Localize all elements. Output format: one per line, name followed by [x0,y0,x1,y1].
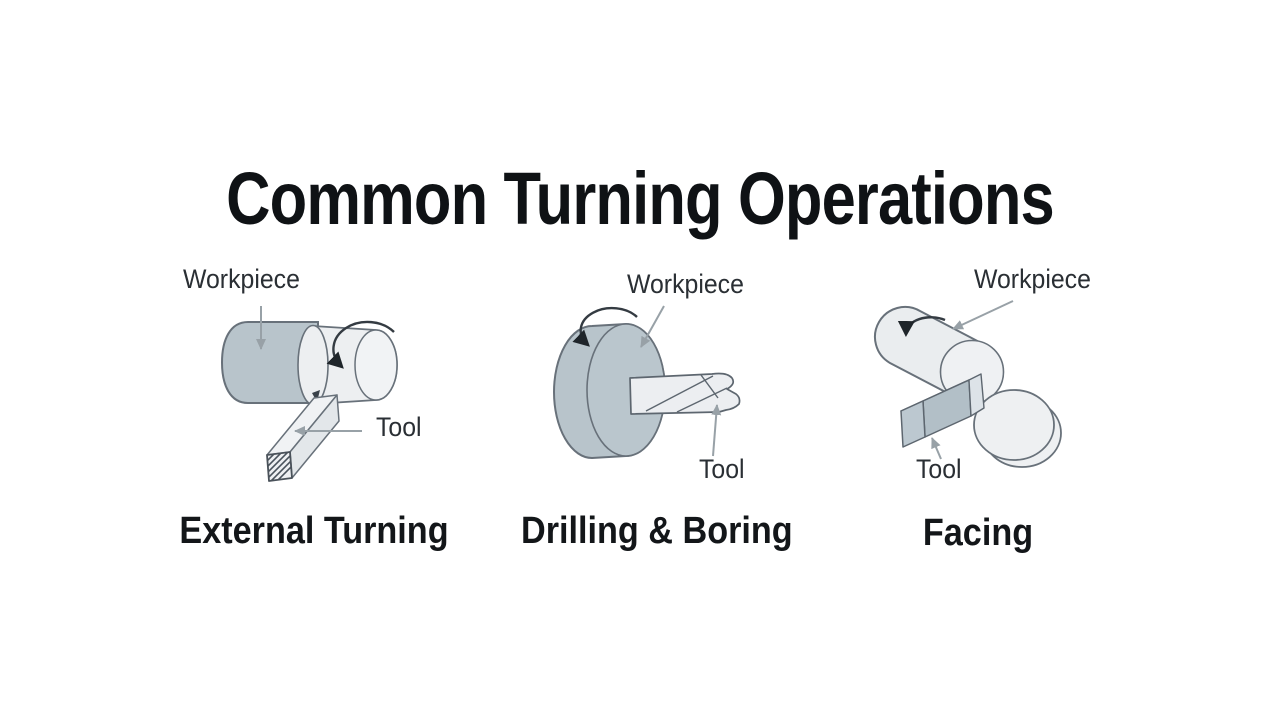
figure-caption-external-turning: External Turning [179,510,449,552]
drill-flute-line [676,387,728,413]
workpiece-label: Workpiece [627,269,744,299]
workpiece-cylinder-shaded [220,321,319,404]
workpiece-leader-arrow [952,300,1014,330]
tool-leader-arrow [711,404,722,457]
drill-flute-line [645,375,714,412]
rotation-arrow-icon [897,316,946,337]
facing-tool-insert-edge [968,373,985,417]
drill-bit [629,372,741,415]
faced-disc-front [973,389,1055,461]
tool-label: Tool [699,454,745,484]
drilling-boring-illustration [553,305,741,460]
tool-end-face-outline [266,451,293,482]
cutting-contact [312,390,320,402]
facing-tool-end-face [900,400,926,448]
external-turning-illustration [220,306,398,482]
facing-illustration [873,300,1062,468]
workpiece-leader-arrow [640,305,665,348]
tool-label: Tool [916,454,962,484]
figure-caption-facing: Facing [922,512,1034,554]
rotation-arrow-icon [572,306,638,347]
turned-end-face [354,329,398,401]
tool-leader-arrow [931,437,942,460]
workpiece-label: Workpiece [974,264,1091,294]
workpiece-label: Workpiece [183,264,300,294]
drill-flute-line [700,374,719,399]
figure-caption-drilling-boring: Drilling & Boring [521,510,793,552]
rotation-arrow-icon [326,320,395,369]
tool-label: Tool [376,412,422,442]
page-title: Common Turning Operations [226,157,1055,240]
